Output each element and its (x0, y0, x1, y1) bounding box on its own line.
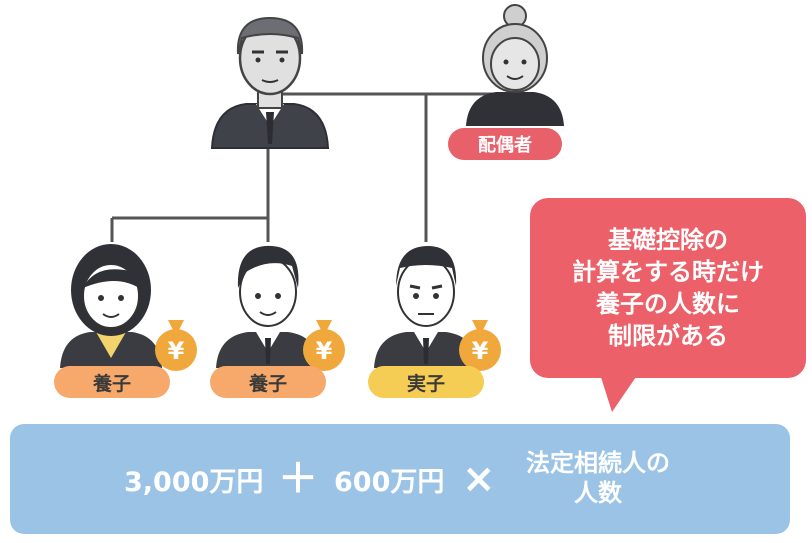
formula-heirs: 法定相続人の 人数 (498, 448, 698, 508)
child-label-3: 実子 (368, 366, 484, 398)
spouse-label: 配偶者 (448, 128, 562, 160)
formula-bar: 3,000万円 ＋ 600万円 × 法定相続人の 人数 (10, 424, 790, 534)
real-child-icon (374, 246, 478, 368)
callout-bubble: 基礎控除の 計算をする時だけ 養子の人数に 制限がある (530, 198, 806, 378)
formula-per-heir: 600万円 (334, 466, 445, 498)
callout-line-4: 制限がある (608, 322, 728, 350)
child-label-1: 養子 (54, 366, 170, 398)
child-label-2: 養子 (210, 366, 326, 398)
yen-symbol: ¥ (472, 337, 489, 365)
plus-sign: ＋ (278, 456, 318, 502)
callout-line-3: 養子の人数に (596, 290, 740, 318)
money-bag-icon: ¥ (459, 320, 501, 371)
callout-pointer (600, 374, 638, 412)
adopted-child-1-icon (60, 244, 162, 368)
yen-symbol: ¥ (168, 337, 185, 365)
formula-heirs-line-1: 法定相続人の (526, 449, 670, 477)
yen-symbol: ¥ (316, 337, 333, 365)
father-icon (210, 16, 330, 149)
formula-heirs-line-2: 人数 (574, 479, 622, 507)
callout-line-1: 基礎控除の (608, 226, 728, 254)
callout-line-2: 計算をする時だけ (572, 258, 764, 286)
money-bag-icon: ¥ (303, 320, 345, 371)
money-bag-icon: ¥ (155, 320, 197, 371)
times-sign: × (462, 456, 496, 502)
spouse-icon (466, 4, 564, 126)
adopted-child-2-icon (216, 245, 320, 368)
formula-base: 3,000万円 (124, 466, 264, 498)
